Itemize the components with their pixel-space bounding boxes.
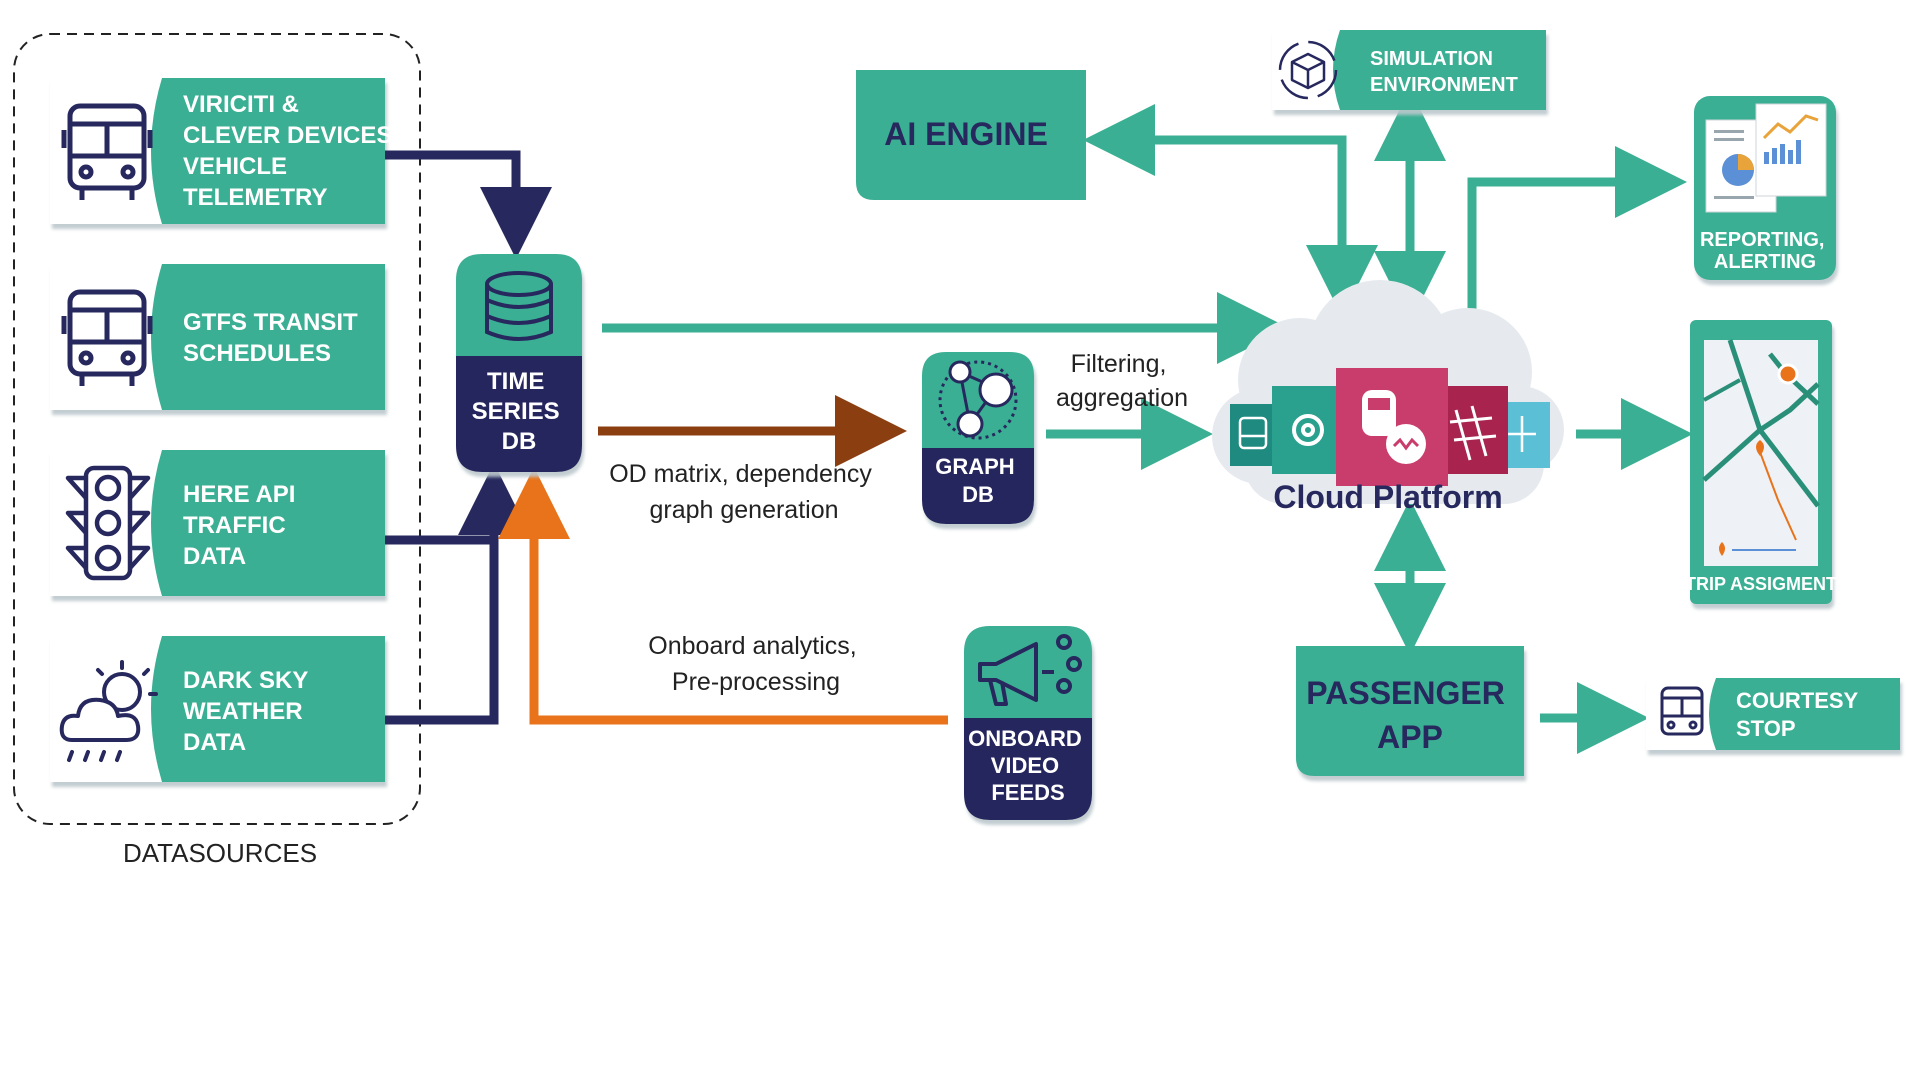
gear-icon — [1292, 414, 1324, 446]
graph-icon — [938, 360, 1018, 440]
bus-icon — [1238, 416, 1268, 450]
traffic-light-icon — [65, 465, 151, 581]
trip-assignment-label: TRIP ASSIGMENT — [1685, 574, 1837, 594]
datasources-dashed-border — [13, 33, 421, 825]
onboard-video-label: ONBOARD VIDEO FEEDS — [968, 726, 1088, 805]
map-icon — [1702, 339, 1820, 566]
bus-icon — [1660, 686, 1704, 736]
megaphone-icon — [978, 634, 1082, 706]
edge-telemetry-to-tsdb — [385, 150, 552, 259]
move-arrows-icon — [1508, 416, 1536, 452]
graph-db-label: GRAPH DB — [935, 454, 1021, 507]
simulation-label: SIMULATION ENVIRONMENT — [1370, 48, 1518, 96]
datasource-traffic-label: HERE API TRAFFIC DATA — [183, 481, 302, 570]
bus-icon — [61, 103, 153, 200]
bus-icon — [61, 289, 153, 386]
edge-label-od-matrix: OD matrix, dependency graph generation — [609, 460, 879, 524]
edge-weather-to-tsdb — [385, 463, 530, 725]
edge-cloud-to-ai — [1083, 104, 1347, 298]
cloud-platform-label: Cloud Platform — [1273, 479, 1502, 515]
edge-label-onboard: Onboard analytics, Pre-processing — [648, 632, 863, 696]
edge-label-filtering: Filtering, aggregation — [1056, 350, 1188, 412]
report-icon — [1705, 103, 1827, 213]
weather-icon — [59, 660, 158, 762]
cloud-tile-teal — [1272, 386, 1344, 474]
ai-engine-label: AI ENGINE — [884, 116, 1048, 152]
passenger-app-label: PASSENGER APP — [1306, 675, 1513, 755]
datasource-gtfs-label: GTFS TRANSIT SCHEDULES — [183, 309, 364, 367]
train-icon — [1362, 390, 1426, 464]
tracks-icon — [1449, 405, 1497, 461]
datasource-telemetry-label: VIRICITI & CLEVER DEVICES VEHICLE TELEME… — [183, 91, 399, 211]
cloud-platform-node[interactable]: Cloud Platform — [1212, 280, 1564, 515]
courtesy-stop-label: COURTESY STOP — [1736, 688, 1864, 741]
edge-cloud-to-reporting — [1467, 146, 1687, 322]
edge-traffic-to-tsdb — [385, 500, 499, 545]
database-icon — [485, 271, 553, 341]
onboard-video-node[interactable] — [964, 626, 1092, 820]
datasources-label: DATASOURCES — [123, 838, 317, 868]
cube-icon — [1278, 40, 1338, 100]
passenger-app-node[interactable] — [1296, 646, 1524, 776]
datasources-group: DATASOURCES VIRICITI & CLEVER DEVICES VE… — [13, 33, 421, 868]
reporting-label: REPORTING, ALERTING — [1700, 229, 1830, 273]
edge-video-to-tsdb — [498, 467, 948, 725]
datasource-card-gtfs[interactable] — [50, 264, 385, 410]
time-series-db-label: TIME SERIES DB — [472, 368, 567, 455]
datasource-weather-label: DARK SKY WEATHER DATA — [183, 667, 315, 756]
ai-engine-node[interactable] — [856, 70, 1086, 200]
